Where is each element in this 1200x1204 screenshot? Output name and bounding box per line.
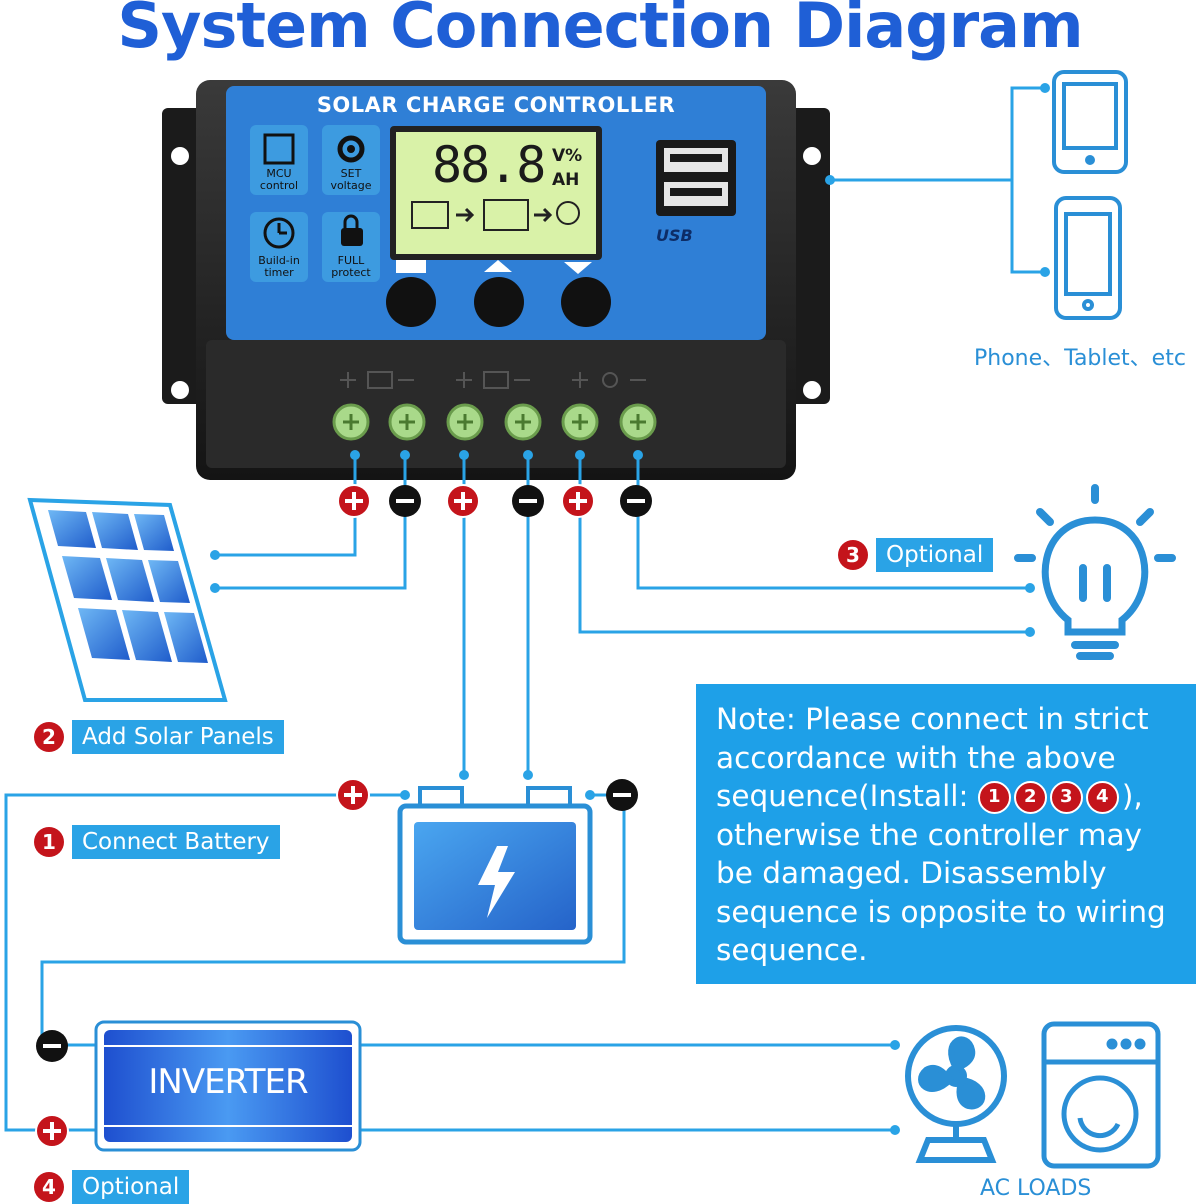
washing-machine-icon (1041, 1021, 1161, 1169)
lcd-screen (396, 132, 596, 254)
lcd-bulb-icon (556, 201, 580, 225)
lcd-unit-percent: V% (552, 146, 583, 166)
minus-marker (36, 1030, 68, 1062)
screw-hole (171, 381, 189, 399)
screw-hole (803, 147, 821, 165)
ac-loads-label: AC LOADS (980, 1176, 1092, 1201)
terminal-block (206, 340, 786, 468)
step-number: 2 (34, 722, 64, 752)
controller-title: SOLAR CHARGE CONTROLLER (316, 93, 676, 117)
diagram-title: System Connection Diagram (117, 0, 1083, 62)
installation-note: Note: Please connect in strict accordanc… (696, 684, 1196, 984)
plus-marker (35, 1114, 69, 1148)
lightning-icon (478, 846, 515, 918)
minus-marker (512, 485, 544, 517)
lcd-digits: 88.8 (432, 136, 546, 194)
menu-button (386, 277, 436, 327)
bulb-icon (1014, 484, 1176, 660)
clock-icon (263, 217, 295, 249)
polarity-markers (35, 484, 652, 1148)
inverter-icon (94, 1020, 362, 1152)
plus-marker (336, 778, 370, 812)
lcd-panel-icon (411, 201, 449, 229)
note-seq-3: 3 (1049, 781, 1083, 814)
step-3-label: 3 Optional (838, 538, 994, 572)
step-2-label: 2 Add Solar Panels (34, 720, 284, 754)
step-number: 4 (34, 1172, 64, 1202)
step-1-label: 1 Connect Battery (34, 825, 280, 859)
step-text: Connect Battery (72, 825, 280, 859)
terminal-screws (332, 403, 657, 441)
down-symbol-icon (564, 262, 592, 274)
terminal-battery-icon (483, 371, 509, 389)
up-button (474, 277, 524, 327)
gear-icon (337, 135, 365, 163)
note-text-end: ), otherwise the controller may be damag… (716, 779, 1166, 967)
terminal-load-icon (602, 372, 618, 388)
down-button (561, 277, 611, 327)
usb-devices-label: Phone、Tablet、etc (974, 346, 1186, 371)
minus-marker (620, 485, 652, 517)
plus-marker (561, 484, 595, 518)
lock-icon (341, 228, 363, 246)
wire-usb-devices (830, 86, 1045, 274)
terminal-solar-icon (367, 371, 393, 389)
wire-end-dots (210, 83, 1050, 1135)
minus-marker (389, 485, 421, 517)
usb-label: USB (656, 226, 693, 245)
note-seq-1: 1 (977, 781, 1011, 814)
step-text: Optional (876, 538, 994, 572)
note-seq-4: 4 (1085, 781, 1119, 814)
screw-hole (171, 147, 189, 165)
chip-icon (263, 133, 295, 165)
feature-tile-protect (322, 212, 380, 282)
solar-charge-controller (162, 80, 830, 480)
tablet-icon (1052, 70, 1128, 174)
step-number: 3 (838, 540, 868, 570)
battery-icon (397, 786, 593, 945)
fan-icon (905, 1025, 1007, 1163)
screw-hole (803, 381, 821, 399)
step-text: Optional (72, 1170, 190, 1204)
solar-panel-icon (27, 497, 228, 702)
note-text-start: Note: Please connect in strict accordanc… (716, 702, 1149, 813)
up-symbol-icon (484, 260, 512, 272)
inverter-label: INVERTER (148, 1062, 308, 1102)
phone-icon (1054, 196, 1122, 320)
step-text: Add Solar Panels (72, 720, 284, 754)
plus-marker (446, 484, 480, 518)
minus-marker (606, 779, 638, 811)
plus-marker (337, 484, 371, 518)
note-seq-2: 2 (1013, 781, 1047, 814)
lcd-unit-ah: AH (552, 170, 580, 190)
step-number: 1 (34, 827, 64, 857)
step-4-label: 4 Optional (34, 1170, 190, 1204)
menu-symbol-icon (396, 260, 426, 273)
lcd-battery-icon (483, 199, 529, 231)
